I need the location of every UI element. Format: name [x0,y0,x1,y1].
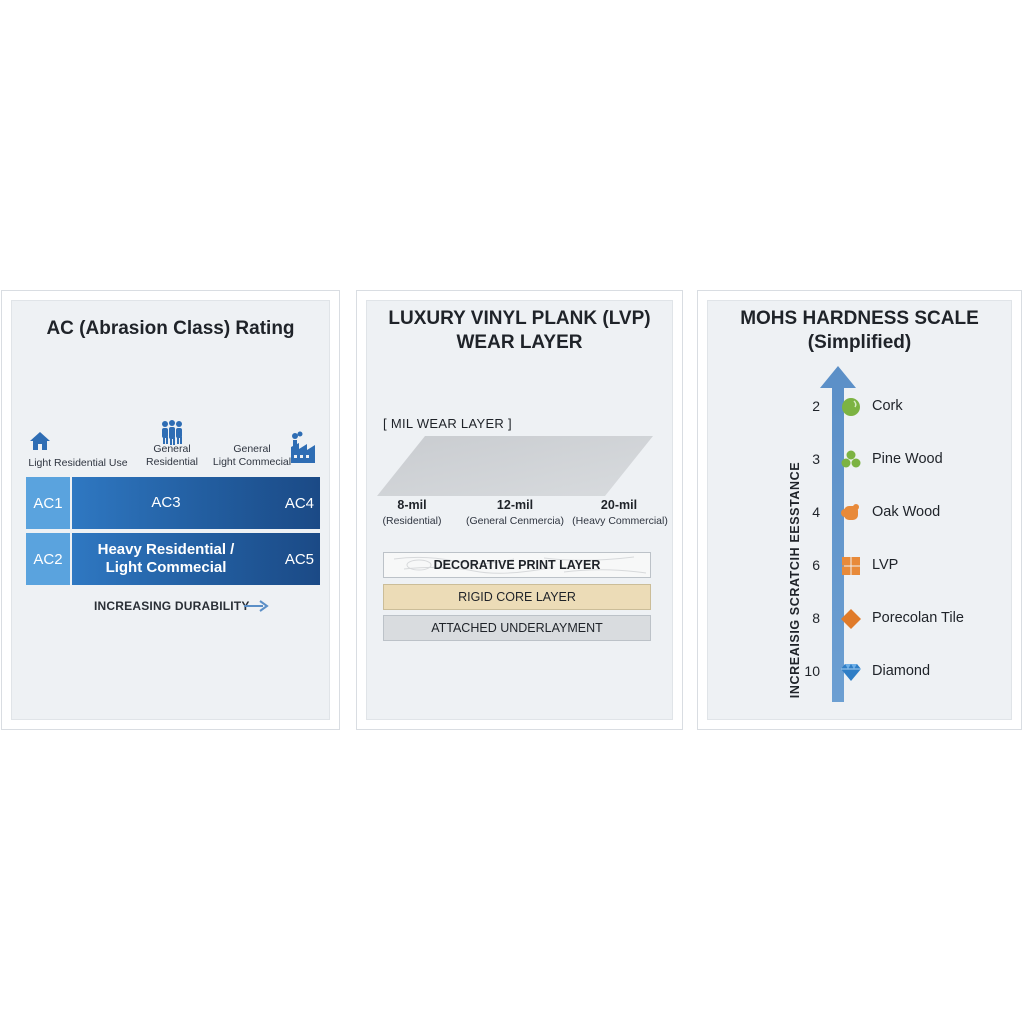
ac-cell-middle: AC3 [151,494,181,511]
ac-rating-panel-inner: AC (Abrasion Class) Rating [11,300,330,720]
ac-cell-right: AC4 [284,494,314,512]
thickness-sub: (Residential) [382,515,442,527]
grid-icon [840,555,862,577]
ac-cell-right: AC5 [284,550,314,568]
thickness-sub: (Heavy Commercial) [572,515,668,527]
lvp-panel-inner: LUXURY VINYL PLANK (LVP) WEAR LAYER [ MI… [366,300,673,720]
lvp-wear-layer-panel: LUXURY VINYL PLANK (LVP) WEAR LAYER [ MI… [356,290,683,730]
mohs-value: 2 [812,398,820,414]
thickness-value: 20-mil [600,498,638,512]
mohs-title-line1: MOHS HARDNESS SCALE [740,308,979,329]
arrow-right-icon [243,599,269,618]
mil-wear-layer-label: [ MIL WEAR LAYER ] [383,416,512,431]
ac-row: AC1 AC3 AC4 [26,477,320,529]
durability-label: INCREASING DURABILITY [94,599,250,613]
mohs-value: 3 [812,451,820,467]
use-label-light-commercial: General Light Commecial [212,443,292,468]
mohs-title-line2: (Simplified) [807,332,912,353]
wood-grain-pattern [393,556,647,574]
ac-rating-panel: AC (Abrasion Class) Rating [1,290,340,730]
mohs-material-name: Oak Wood [872,504,941,520]
ac-cell-middle: Heavy Residential / Light Commecial [97,541,235,576]
mohs-value: 6 [812,557,820,573]
mohs-hardness-panel: MOHS HARDNESS SCALE (Simplified) INCREAI… [697,290,1022,730]
ac-rating-grid: AC1 AC3 AC4 AC2 Heavy Residential / Ligh… [26,477,320,587]
mohs-value: 4 [812,504,820,520]
wood-icon [840,502,862,524]
thickness-value: 12-mil [496,498,534,512]
mohs-value: 8 [812,610,820,626]
gem-icon [840,661,862,683]
mohs-material-name: Cork [872,398,903,414]
wear-layer-shape [377,436,653,496]
rigid-core-layer: RIGID CORE LAYER [383,584,651,610]
thickness-sub: (General Cenmercia) [465,515,565,527]
mohs-material-name: LVP [872,557,899,573]
factory-icon [289,431,319,470]
layer-label: DECORATIVE PRINT LAYER [433,558,601,572]
mohs-panel-inner: MOHS HARDNESS SCALE (Simplified) INCREAI… [707,300,1012,720]
use-label-general-residential: General Residential [146,443,198,468]
lvp-title-line2: WEAR LAYER [456,332,583,353]
ac-row-bar [72,533,320,585]
ac-row: AC2 Heavy Residential / Light Commecial … [26,533,320,585]
mohs-value: 10 [804,663,820,679]
diamond-shape-icon [840,608,862,630]
ac-row-bar [72,477,320,529]
attached-underlayment-layer: ATTACHED UNDERLAYMENT [383,615,651,641]
layer-label: RIGID CORE LAYER [458,590,576,604]
ac-rating-title: AC (Abrasion Class) Rating [46,318,295,339]
people-icon [159,419,185,450]
lvp-title-line1: LUXURY VINYL PLANK (LVP) [388,308,651,329]
ac-cell-left: AC1 [26,477,70,529]
decorative-print-layer: DECORATIVE PRINT LAYER [383,552,651,578]
mohs-material-name: Pine Wood [872,451,943,467]
mohs-material-name: Porecolan Tile [872,610,964,626]
use-label-light-residential: Light Residential Use [28,457,128,469]
house-icon [29,431,51,456]
leaves-icon [840,449,862,471]
ac-cell-left: AC2 [26,533,70,585]
circle-icon [840,396,862,418]
layer-label: ATTACHED UNDERLAYMENT [431,621,603,635]
mohs-material-name: Diamond [872,663,931,679]
thickness-value: 8-mil [397,498,427,512]
arrow-up-icon [820,366,856,702]
